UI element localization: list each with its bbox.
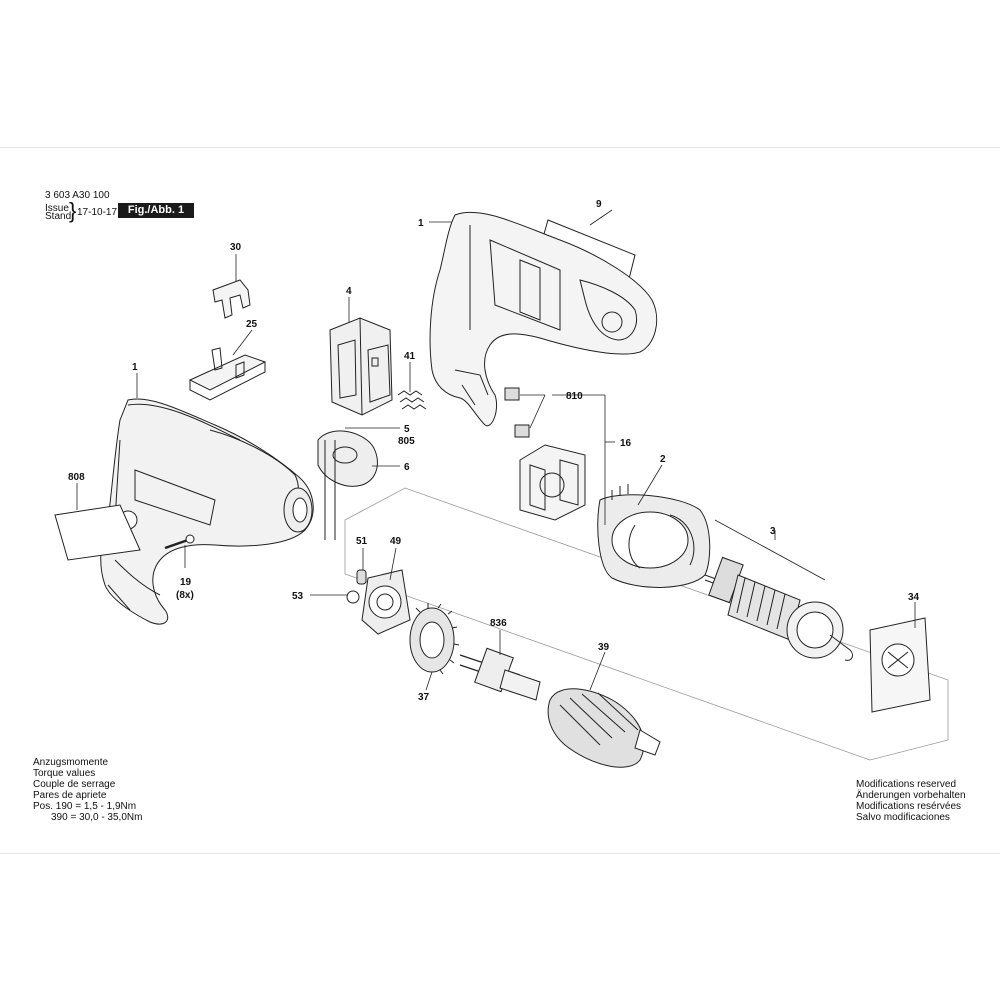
issue-label: Issue (45, 203, 69, 214)
figure-label-badge: Fig./Abb. 1 (118, 203, 194, 218)
callout-34: 34 (908, 592, 920, 603)
callout-6: 6 (404, 462, 410, 473)
callout-30: 30 (230, 242, 242, 253)
armature-3 (704, 556, 853, 661)
leader-lines (76, 209, 916, 691)
callout-9: 9 (596, 199, 602, 210)
callout-805: 805 (398, 436, 415, 447)
mods-line-en: Modifications reserved (856, 779, 957, 790)
callout-25: 25 (246, 319, 258, 330)
mods-line-de: Änderungen vorbehalten (856, 790, 966, 801)
part-number: 3 603 A30 100 (45, 190, 110, 201)
assembly-guide-frame (344, 487, 949, 761)
callout-41: 41 (404, 351, 416, 362)
callout-1-left: 1 (132, 362, 138, 373)
plate-34 (869, 617, 931, 713)
stator-2 (597, 484, 711, 588)
carbon-brush-810-b (514, 424, 530, 438)
top-border-line (0, 147, 1000, 148)
callout-4: 4 (346, 286, 352, 297)
torque-pos-390: 390 = 30,0 - 35,0Nm (51, 812, 143, 823)
issue-date: 17-10-17 (77, 207, 118, 218)
mods-line-fr: Modifications resérvées (856, 801, 962, 812)
housing-half-top (429, 211, 658, 427)
callout-51: 51 (356, 536, 368, 547)
torque-values-notes: Anzugsmomente Torque values Couple de se… (33, 757, 142, 823)
callout-19: 19 (180, 577, 192, 588)
bottom-border-line (0, 853, 1000, 854)
gear-37 (409, 603, 460, 675)
callout-19-qty: (8x) (176, 590, 194, 601)
mods-line-es: Salvo modificaciones (856, 812, 950, 823)
callout-3: 3 (770, 526, 776, 537)
label-plate-808 (54, 504, 141, 561)
callout-5: 5 (404, 424, 410, 435)
torque-line-en: Torque values (33, 768, 96, 779)
torque-line-de: Anzugsmomente (33, 757, 109, 768)
brace-symbol: } (69, 198, 77, 223)
ring-53 (346, 590, 360, 604)
switch-4 (329, 317, 393, 416)
bearing-flange-49 (361, 569, 411, 635)
modifications-notes: Modifications reserved Änderungen vorbeh… (856, 779, 966, 823)
callout-836: 836 (490, 618, 507, 629)
screw-19 (164, 534, 195, 550)
drill-chuck-39 (547, 688, 661, 768)
callout-2: 2 (660, 454, 666, 465)
torque-line-fr: Couple de serrage (33, 779, 116, 790)
callout-810: 810 (566, 391, 583, 402)
brush-holder-16 (519, 444, 586, 521)
callout-53: 53 (292, 591, 304, 602)
callout-16: 16 (620, 438, 632, 449)
spring-41 (397, 390, 427, 410)
callout-39: 39 (598, 642, 610, 653)
slider-25 (188, 347, 267, 401)
clip-30 (212, 279, 251, 319)
stand-label: Stand (45, 211, 72, 222)
callout-1-top: 1 (418, 218, 424, 229)
torque-line-es: Pares de apriete (33, 790, 107, 801)
pin-51 (356, 569, 367, 585)
callout-808: 808 (68, 472, 85, 483)
spindle-836 (459, 647, 541, 701)
torque-pos-190: Pos. 190 = 1,5 - 1,9Nm (33, 801, 137, 812)
drill-body-assembled (100, 398, 314, 625)
cord-guard-6 (317, 430, 378, 540)
callout-37: 37 (418, 692, 430, 703)
carbon-brush-810-a (504, 387, 520, 401)
callout-49: 49 (390, 536, 402, 547)
